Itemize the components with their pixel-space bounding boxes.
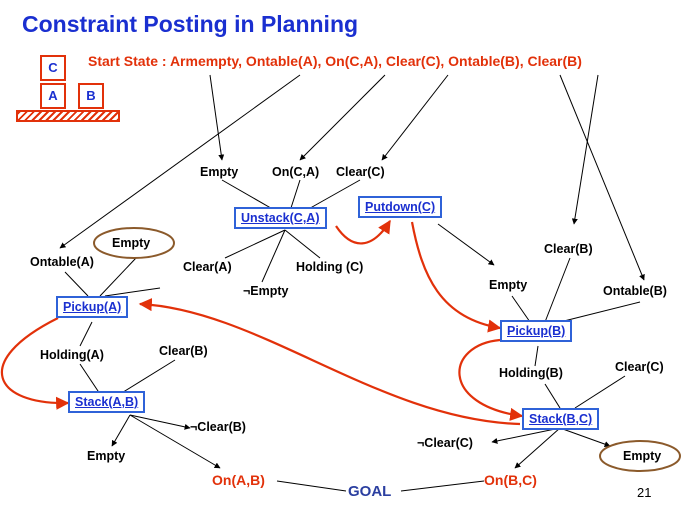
- line-ellipse-empty-pickup-a: [99, 257, 137, 297]
- line-unstack-not-empty: [261, 229, 286, 283]
- label-stack-ab-empty: Empty: [87, 449, 126, 463]
- label-stack-bc-empty: Empty: [623, 449, 662, 463]
- block-a: A: [40, 83, 66, 109]
- line-holding-a-stack-ab: [79, 363, 101, 395]
- label-ontable-b: Ontable(B): [603, 284, 667, 298]
- line-clear-b-pickup-b: [544, 257, 571, 323]
- slide-title: Constraint Posting in Planning: [22, 11, 359, 37]
- label-unstack-clear-c: Clear(C): [336, 165, 385, 179]
- label-stack-bc-not-clear-c: ¬Clear(C): [417, 436, 473, 450]
- page-number: 21: [637, 485, 652, 500]
- line-unstack-holding-c: [284, 229, 321, 259]
- connector-lines: [59, 74, 645, 492]
- line-goal-on-bc: [400, 480, 485, 492]
- line-ontable-b-pickup-b: [559, 301, 641, 323]
- arrow-stack-bc-empty: [559, 427, 611, 447]
- block-c: C: [40, 55, 66, 81]
- start-state: Start State : Armempty, Ontable(A), On(C…: [88, 53, 582, 69]
- line-unstack-on-ca: [289, 179, 301, 212]
- line-on-ab-goal: [276, 480, 347, 492]
- arrow-on-ca: [299, 74, 386, 161]
- goal-on-a-b: On(A,B): [212, 472, 265, 488]
- action-putdown-c: Putdown(C): [358, 196, 443, 218]
- constraint-pickup-b-stack-bc: [458, 338, 524, 421]
- label-unstack-on-ca: On(C,A): [272, 165, 320, 179]
- arrow-armempty-empty: [209, 74, 225, 161]
- action-pickup-a: Pickup(A): [56, 296, 129, 318]
- constraint-putdown-pickup-b: [410, 221, 502, 333]
- label-holding-b: Holding(B): [499, 366, 563, 380]
- label-stack-ab-clear-b: Clear(B): [159, 344, 208, 358]
- label-unstack-clear-a: Clear(A): [183, 260, 232, 274]
- goal-on-b-c: On(B,C): [484, 472, 537, 488]
- label-stack-ab-not-clear-b: ¬Clear(B): [190, 420, 246, 434]
- line-clear-a-pickup-a: [104, 287, 161, 297]
- line-pickup-a-holding-a: [79, 321, 93, 347]
- line-pickup-b-holding-b: [534, 345, 539, 367]
- action-pickup-b: Pickup(B): [500, 320, 573, 342]
- arrow-stack-bc-not-clear-c: [491, 427, 561, 444]
- line-clear-c-stack-bc: [574, 375, 626, 409]
- ordering-constraints: [0, 219, 524, 426]
- label-pickup-a-empty: Empty: [112, 236, 151, 250]
- arrow-stack-ab-not-clear-b: [129, 414, 191, 430]
- line-unstack-empty: [221, 179, 277, 212]
- label-unstack-not-empty: ¬Empty: [243, 284, 289, 298]
- arrow-ontable-b: [559, 74, 645, 281]
- label-holding-a: Holding(A): [40, 348, 104, 362]
- empty-ellipse-right: [599, 440, 681, 472]
- table-surface: [16, 110, 120, 122]
- goal-label: GOAL: [348, 483, 392, 500]
- arrow-clear-b: [571, 74, 599, 225]
- label-unstack-holding-c: Holding (C): [296, 260, 364, 274]
- arrow-stack-bc-on-bc: [514, 427, 561, 469]
- empty-ellipse-left: [93, 227, 175, 259]
- line-holding-b-stack-bc: [544, 383, 561, 409]
- constraint-pickup-a-stack-ab: [0, 317, 70, 410]
- label-pickup-b-clear-b: Clear(B): [544, 242, 593, 256]
- arrow-clear-c: [381, 74, 449, 161]
- arrow-ontable-a: [59, 74, 301, 249]
- line-unstack-clear-c: [304, 179, 361, 212]
- action-stack-a-b: Stack(A,B): [68, 391, 146, 413]
- label-putdown-empty: Empty: [489, 278, 528, 292]
- line-unstack-clear-a: [224, 229, 286, 259]
- arrow-stack-ab-empty: [111, 414, 131, 447]
- label-ontable-a: Ontable(A): [30, 255, 94, 269]
- line-ontable-a-pickup-a: [64, 271, 89, 297]
- arrow-stack-ab-on-ab: [129, 414, 221, 469]
- constraint-unstack-putdown: [335, 219, 391, 245]
- label-stack-bc-clear-c: Clear(C): [615, 360, 664, 374]
- block-b: B: [78, 83, 104, 109]
- arrow-putdown-empty: [437, 223, 495, 266]
- line-clear-b-stack-ab: [119, 359, 176, 395]
- action-stack-b-c: Stack(B,C): [522, 408, 600, 430]
- action-unstack-c-a: Unstack(C,A): [234, 207, 327, 229]
- label-unstack-empty: Empty: [200, 165, 239, 179]
- line-empty-pickup-b: [511, 295, 531, 323]
- constraint-stack-bc-pickup-a: [138, 298, 521, 426]
